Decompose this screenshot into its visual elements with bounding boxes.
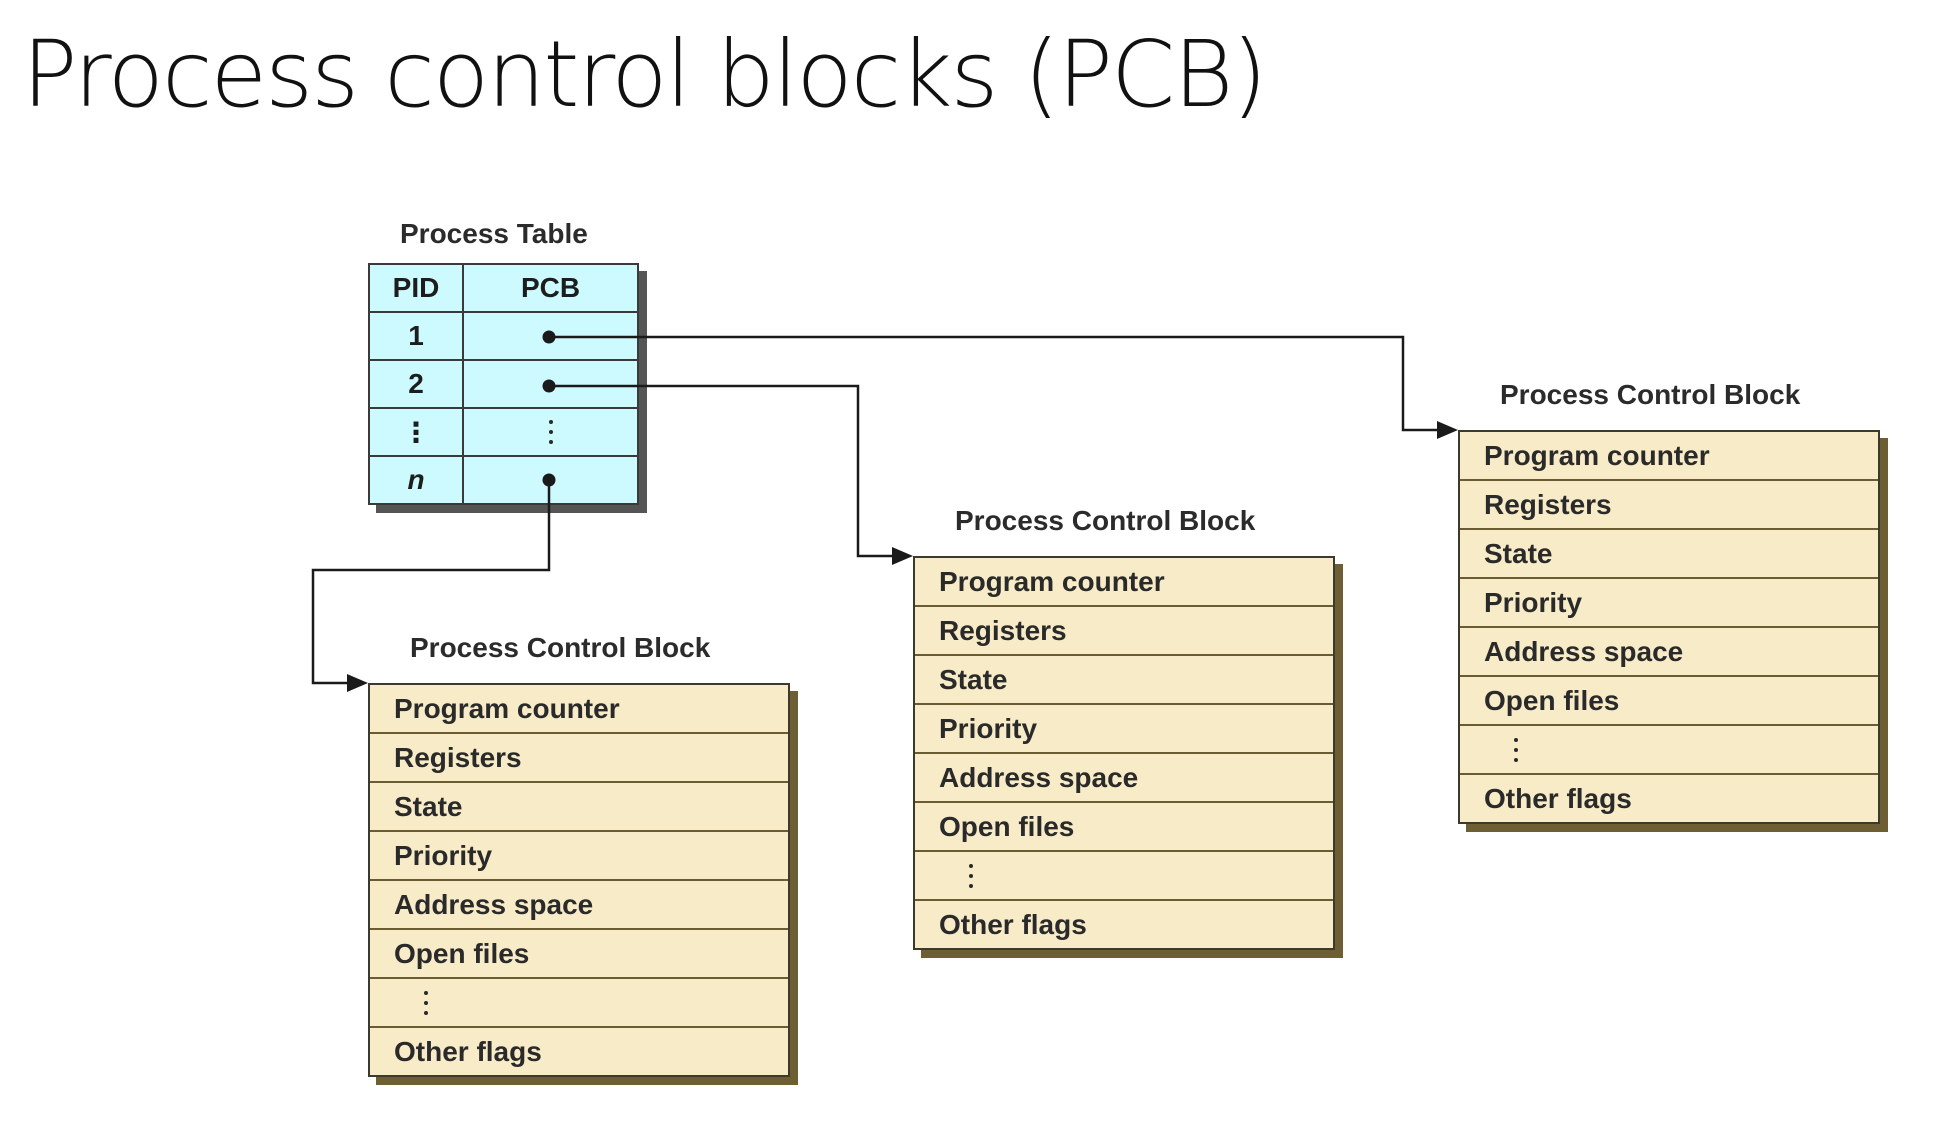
pointer-line-pid-1	[549, 335, 1440, 432]
process-table: PID PCB 1 2 ⋮ n	[368, 263, 639, 505]
pcb-field: Program counter	[939, 565, 1165, 597]
pcb-field: Program counter	[394, 692, 620, 724]
pcb-field: Open files	[915, 801, 1333, 850]
pcb-caption: Process Control Block	[955, 505, 1256, 536]
process-table-caption: Process Table	[400, 218, 588, 249]
pcb-field: State	[370, 781, 788, 830]
process-table-row: n	[370, 455, 637, 503]
pcb-caption: Process Control Block	[1500, 379, 1801, 410]
pcb-field: Program counter	[1484, 439, 1710, 471]
process-control-block-n: Program counter Registers State Priority…	[368, 683, 790, 1077]
pcb-field: Registers	[370, 732, 788, 781]
pcb-field-ellipsis	[1460, 724, 1878, 773]
vertical-ellipsis-icon	[967, 861, 975, 891]
pcb-field: Open files	[370, 928, 788, 977]
vertical-ellipsis-icon	[1512, 735, 1520, 765]
pid-cell-ellipsis: ⋮	[370, 409, 464, 455]
pid-cell: 1	[370, 313, 464, 359]
pid-cell: 2	[370, 361, 464, 407]
arrowhead-icon	[347, 674, 368, 692]
pcb-field: Registers	[1460, 479, 1878, 528]
pcb-field-ellipsis	[915, 850, 1333, 899]
pcb-field: Priority	[370, 830, 788, 879]
pointer-dot-icon	[542, 330, 556, 344]
pcb-field: Open files	[1460, 675, 1878, 724]
pcb-field-ellipsis	[370, 977, 788, 1026]
vertical-ellipsis-icon	[547, 417, 555, 447]
pid-cell: n	[370, 457, 464, 503]
pcb-caption: Process Control Block	[410, 632, 711, 663]
pcb-field: Address space	[915, 752, 1333, 801]
pcb-field: Address space	[370, 879, 788, 928]
pcb-column-header: PCB	[520, 272, 581, 303]
process-table-row: 1	[370, 311, 637, 359]
pointer-dot-icon	[542, 473, 556, 487]
process-table-row: ⋮	[370, 407, 637, 455]
pointer-line-pid-2	[549, 384, 895, 558]
pointer-dot-icon	[542, 379, 556, 393]
process-table-header-row: PID PCB	[370, 265, 637, 311]
vertical-ellipsis-icon	[422, 988, 430, 1018]
pcb-field: Other flags	[915, 899, 1333, 948]
pid-column-header: PID	[370, 265, 464, 311]
pcb-field: Registers	[915, 605, 1333, 654]
pcb-field: Other flags	[370, 1026, 788, 1075]
pcb-field: Priority	[915, 703, 1333, 752]
slide-title: Process control blocks (PCB)	[22, 21, 1267, 128]
process-table-row: 2	[370, 359, 637, 407]
arrowhead-icon	[892, 547, 913, 565]
pointer-line-pid-n	[311, 480, 551, 685]
pcb-field: State	[915, 654, 1333, 703]
pcb-field: Address space	[1460, 626, 1878, 675]
arrowhead-icon	[1437, 421, 1458, 439]
pcb-field: Priority	[1460, 577, 1878, 626]
pcb-pointer-cell-ellipsis	[464, 409, 637, 455]
process-control-block-2: Program counter Registers State Priority…	[913, 556, 1335, 950]
pcb-field: Other flags	[1460, 773, 1878, 822]
pcb-field: State	[1460, 528, 1878, 577]
process-control-block-1: Program counter Registers State Priority…	[1458, 430, 1880, 824]
